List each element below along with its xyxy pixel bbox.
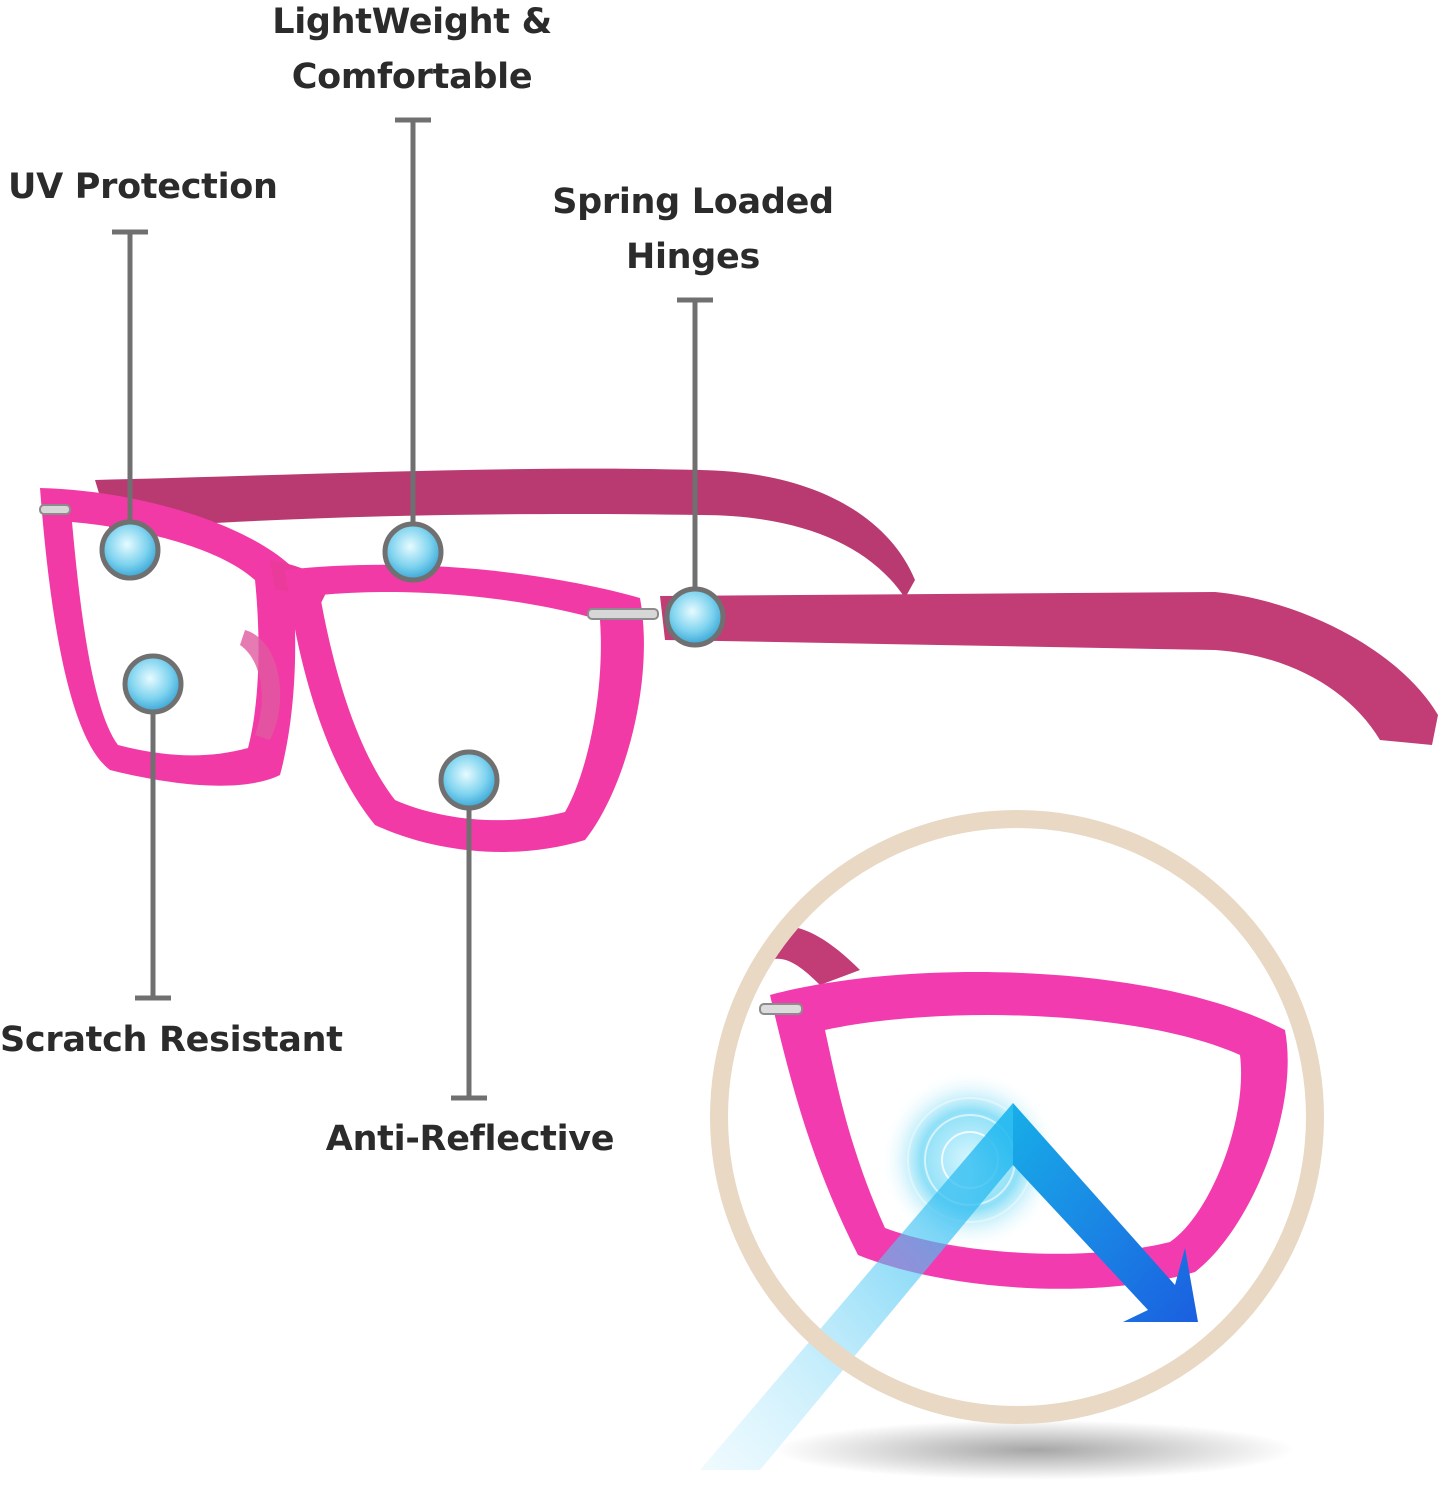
zoom-shadow <box>775 1420 1295 1480</box>
hinge-left <box>39 504 71 515</box>
uv-dot-icon <box>99 519 161 581</box>
front-temple <box>660 592 1438 745</box>
anti-dot-icon <box>438 749 500 811</box>
scratch-resistant-text: Scratch Resistant <box>0 1020 343 1060</box>
incoming-light-ray <box>700 1103 1013 1470</box>
uv-protection-label: UV Protection <box>8 160 278 215</box>
back-temple <box>95 468 915 598</box>
hinge-right <box>587 608 659 620</box>
spring-line1: Spring Loaded <box>552 182 834 222</box>
left-lens-frame <box>40 488 296 786</box>
nose-pad <box>240 630 281 740</box>
lightweight-line2: Comfortable <box>291 57 533 97</box>
right-lens-frame <box>285 564 644 852</box>
scratch-resistant-label: Scratch Resistant <box>0 1013 343 1068</box>
scratch-dot-icon <box>122 653 184 715</box>
spring-hinges-label: Spring Loaded Hinges <box>548 175 838 285</box>
glasses-main <box>39 468 1438 852</box>
lightweight-line1: LightWeight & <box>272 2 552 42</box>
callout-dots <box>99 519 726 811</box>
zoom-detail <box>700 810 1324 1470</box>
anti-reflective-label: Anti-Reflective <box>320 1112 620 1167</box>
spring-dot-icon <box>664 586 726 648</box>
callout-lines <box>112 117 713 1101</box>
reflected-light-ray <box>1013 1103 1198 1322</box>
zoom-lens-frame <box>770 972 1288 1289</box>
zoom-temple <box>770 926 860 985</box>
anti-reflective-text: Anti-Reflective <box>325 1119 615 1159</box>
zoom-hinge <box>759 1003 803 1015</box>
light-dot-icon <box>382 521 444 583</box>
zoom-ring <box>710 810 1324 1424</box>
spring-line2: Hinges <box>625 237 761 277</box>
uv-protection-text: UV Protection <box>8 167 278 207</box>
lightweight-label: LightWeight & Comfortable <box>262 0 562 105</box>
